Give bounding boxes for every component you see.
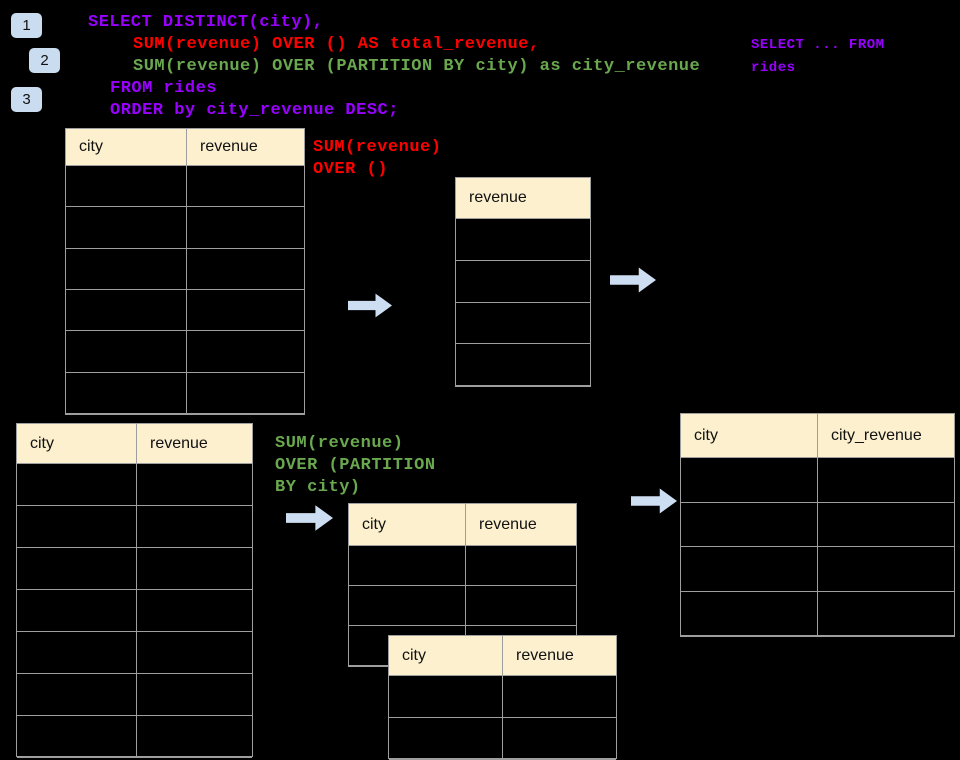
- table-cell: [17, 632, 137, 674]
- table-cell: [137, 674, 252, 716]
- annotation-partition-line2: OVER (PARTITION: [275, 456, 436, 475]
- table-cell: [187, 373, 304, 414]
- table-cell: [818, 503, 954, 547]
- table-partition-mid: city revenue: [348, 503, 577, 667]
- column-header-city: city: [389, 636, 503, 676]
- table-cell: [17, 674, 137, 716]
- arrow-right-icon: [286, 505, 333, 531]
- annotation-partition-line1: SUM(revenue): [275, 434, 404, 453]
- table-cell: [137, 716, 252, 758]
- column-header-revenue: revenue: [466, 504, 576, 546]
- table-cell: [17, 716, 137, 758]
- table-cell: [681, 502, 818, 547]
- annotation-total-line2: OVER (): [313, 160, 388, 179]
- table-cell: [389, 676, 503, 718]
- table-cell: [187, 331, 304, 373]
- table-cell: [456, 219, 590, 261]
- table-cell: [818, 592, 954, 636]
- sql-line-select: SELECT DISTINCT(city),: [88, 13, 324, 32]
- table-source-top: city revenue: [65, 128, 305, 415]
- column-header-city-revenue: city_revenue: [818, 414, 954, 458]
- table-cell: [349, 586, 466, 626]
- column-header-city: city: [681, 414, 818, 458]
- table-cell: [137, 632, 252, 674]
- table-cell: [66, 207, 187, 249]
- sql-line-partition: SUM(revenue) OVER (PARTITION BY city) as…: [133, 57, 701, 76]
- table-cell: [137, 548, 252, 590]
- table-cell: [17, 506, 137, 548]
- table-cell: [66, 289, 187, 332]
- sql-line-total: SUM(revenue) OVER () AS total_revenue,: [133, 35, 540, 54]
- table-cell: [137, 506, 252, 548]
- side-code-select-from: SELECT ... FROM: [751, 37, 885, 53]
- table-cell: [187, 249, 304, 290]
- sql-line-from: FROM rides: [110, 79, 218, 98]
- table-partition-overlay: city revenue: [388, 635, 617, 760]
- table-source-bottom: city revenue: [16, 423, 253, 758]
- column-header-city: city: [349, 504, 466, 546]
- column-header-city: city: [66, 129, 187, 166]
- table-cell: [818, 547, 954, 592]
- step-badge-2: 2: [29, 48, 60, 73]
- table-cell: [503, 676, 616, 718]
- table-cell: [137, 464, 252, 506]
- table-cell: [66, 372, 187, 414]
- table-cell: [818, 458, 954, 503]
- side-code-rides: rides: [751, 60, 796, 76]
- table-cell: [66, 166, 187, 208]
- table-cell: [466, 546, 576, 586]
- arrow-right-icon: [610, 267, 656, 293]
- table-city-revenue-result: city city_revenue: [680, 413, 955, 637]
- column-header-revenue: revenue: [137, 424, 252, 464]
- table-cell: [503, 718, 616, 760]
- table-cell: [456, 344, 590, 386]
- table-cell: [17, 590, 137, 632]
- table-cell: [137, 590, 252, 632]
- table-total-revenue: revenue: [455, 177, 591, 387]
- table-cell: [187, 290, 304, 332]
- table-cell: [17, 464, 137, 506]
- table-cell: [66, 331, 187, 373]
- column-header-revenue: revenue: [456, 178, 590, 219]
- column-header-revenue: revenue: [503, 636, 616, 676]
- annotation-partition-line3: BY city): [275, 478, 361, 497]
- table-cell: [681, 458, 818, 503]
- table-cell: [466, 586, 576, 626]
- table-cell: [681, 591, 818, 636]
- table-cell: [187, 166, 304, 208]
- step-badge-3: 3: [11, 87, 42, 112]
- arrow-right-icon: [348, 292, 392, 319]
- sql-line-order: ORDER by city_revenue DESC;: [110, 101, 399, 120]
- arrow-right-icon: [631, 488, 677, 514]
- table-cell: [66, 248, 187, 290]
- table-cell: [349, 546, 466, 586]
- table-cell: [187, 207, 304, 249]
- step-badge-1: 1: [11, 13, 42, 38]
- column-header-revenue: revenue: [187, 129, 304, 166]
- annotation-total-line1: SUM(revenue): [313, 138, 442, 157]
- column-header-city: city: [17, 424, 137, 464]
- table-cell: [17, 548, 137, 590]
- table-cell: [456, 261, 590, 303]
- table-cell: [456, 303, 590, 345]
- table-cell: [681, 547, 818, 592]
- table-cell: [389, 718, 503, 760]
